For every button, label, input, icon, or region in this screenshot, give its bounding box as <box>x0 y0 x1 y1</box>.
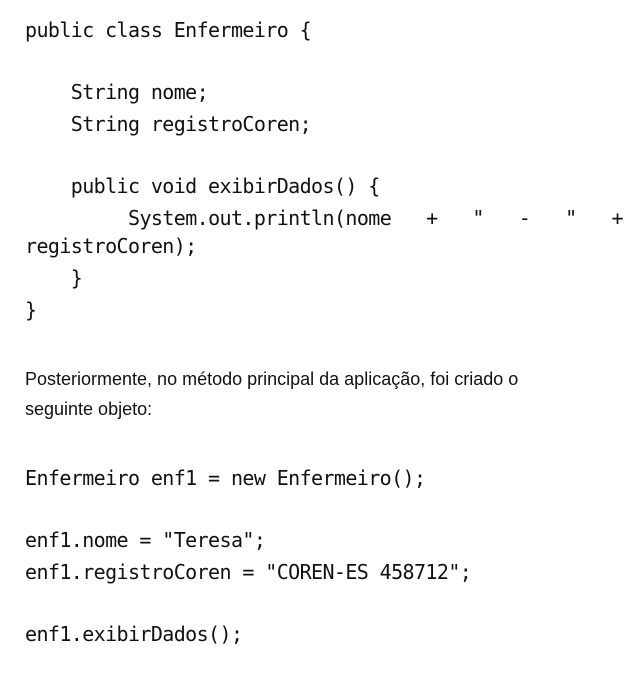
class-code-block: public class Enfermeiro { String nome; S… <box>25 14 625 326</box>
paragraph-line: Posteriormente, no método principal da a… <box>25 369 519 389</box>
code-token: " <box>565 206 577 230</box>
code-line: } <box>25 266 83 290</box>
document: public class Enfermeiro { String nome; S… <box>25 0 625 650</box>
code-token: + <box>611 206 624 230</box>
code-line: public class Enfermeiro { <box>25 18 312 42</box>
code-line-justified: System.out.println(nome + " - " + <box>25 202 624 234</box>
code-line: String nome; <box>25 80 209 104</box>
code-token: System.out.println(nome <box>128 206 392 230</box>
code-line: registroCoren); <box>25 234 197 258</box>
code-token: + <box>426 206 438 230</box>
code-line: enf1.registroCoren = "COREN-ES 458712"; <box>25 560 472 584</box>
code-token: - <box>518 206 531 230</box>
main-code-block: Enfermeiro enf1 = new Enfermeiro(); enf1… <box>25 462 625 650</box>
code-line: public void exibirDados() { <box>25 174 381 198</box>
code-line: } <box>25 298 37 322</box>
paragraph: Posteriormente, no método principal da a… <box>25 364 625 424</box>
code-line: enf1.nome = "Teresa"; <box>25 528 266 552</box>
code-token: " <box>472 206 484 230</box>
paragraph-line: seguinte objeto: <box>25 399 153 419</box>
code-line: Enfermeiro enf1 = new Enfermeiro(); <box>25 466 426 490</box>
code-line: String registroCoren; <box>25 112 312 136</box>
code-line: enf1.exibirDados(); <box>25 622 243 646</box>
